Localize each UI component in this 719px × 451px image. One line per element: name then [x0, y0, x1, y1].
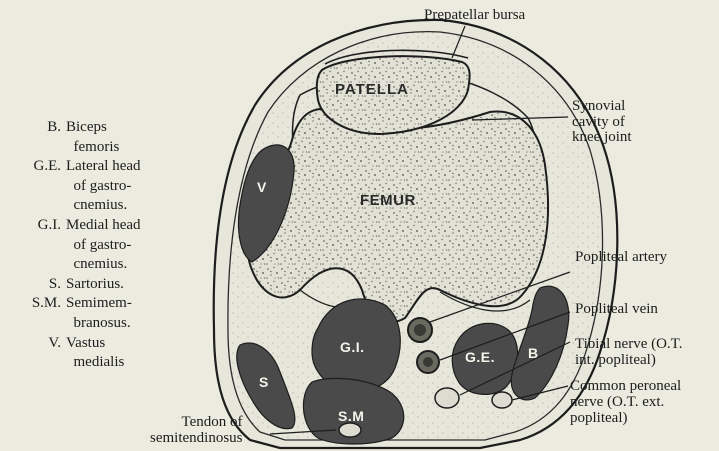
legend-abbreviation: G.I.: [0, 216, 66, 275]
legend-entry: V.Vastus medialis: [0, 334, 180, 373]
semitendinosus-tendon: [339, 423, 361, 437]
popliteal-artery-label: Popliteal artery: [575, 250, 667, 265]
biceps-label: B: [528, 345, 539, 361]
vastus-label: V: [257, 179, 267, 195]
legend-abbreviation: S.: [0, 275, 66, 295]
legend-description: Lateral head of gastro- cnemius.: [66, 157, 180, 216]
common-peroneal-nerve-label: Common peroneal nerve (O.T. ext. poplite…: [570, 378, 681, 426]
legend-abbreviation: S.M.: [0, 294, 66, 333]
legend-description: Sartorius.: [66, 275, 180, 295]
legend-entry: S.Sartorius.: [0, 275, 180, 295]
popliteal-vein-label: Popliteal vein: [575, 302, 658, 317]
popliteal-artery-lumen: [414, 324, 426, 336]
patella-label: PATELLA: [335, 81, 409, 98]
prepatellar-bursa-label: Prepatellar bursa: [424, 8, 525, 23]
legend-abbreviation: V.: [0, 334, 66, 373]
legend-entry: B.Biceps femoris: [0, 118, 180, 157]
legend-description: Vastus medialis: [66, 334, 180, 373]
legend-abbreviation: G.E.: [0, 157, 66, 216]
gastro-external-label: G.E.: [465, 349, 495, 365]
gastro-internal-label: G.I.: [340, 339, 365, 355]
tendon-semitendinosus-label: Tendon of semitendinosus: [150, 415, 243, 446]
tibial-nerve-label: Tibial nerve (O.T. int. popliteal): [575, 336, 682, 368]
legend-entry: G.I.Medial head of gastro- cnemius.: [0, 216, 180, 275]
femur-label: FEMUR: [360, 192, 416, 209]
synovial-cavity-label: Synovial cavity of knee joint: [572, 99, 632, 146]
femur-bone: [247, 109, 548, 322]
semimembranosus-label: S.M: [338, 408, 364, 424]
legend-description: Medial head of gastro- cnemius.: [66, 216, 180, 275]
common-peroneal-nerve: [492, 392, 512, 408]
legend-entry: S.M.Semimem- branosus.: [0, 294, 180, 333]
popliteal-vein-lumen: [423, 357, 433, 367]
legend-description: Semimem- branosus.: [66, 294, 180, 333]
tibial-nerve: [435, 388, 459, 408]
sartorius-label: S: [259, 374, 269, 390]
legend-description: Biceps femoris: [66, 118, 180, 157]
legend-entry: G.E.Lateral head of gastro- cnemius.: [0, 157, 180, 216]
legend-abbreviation: B.: [0, 118, 66, 157]
